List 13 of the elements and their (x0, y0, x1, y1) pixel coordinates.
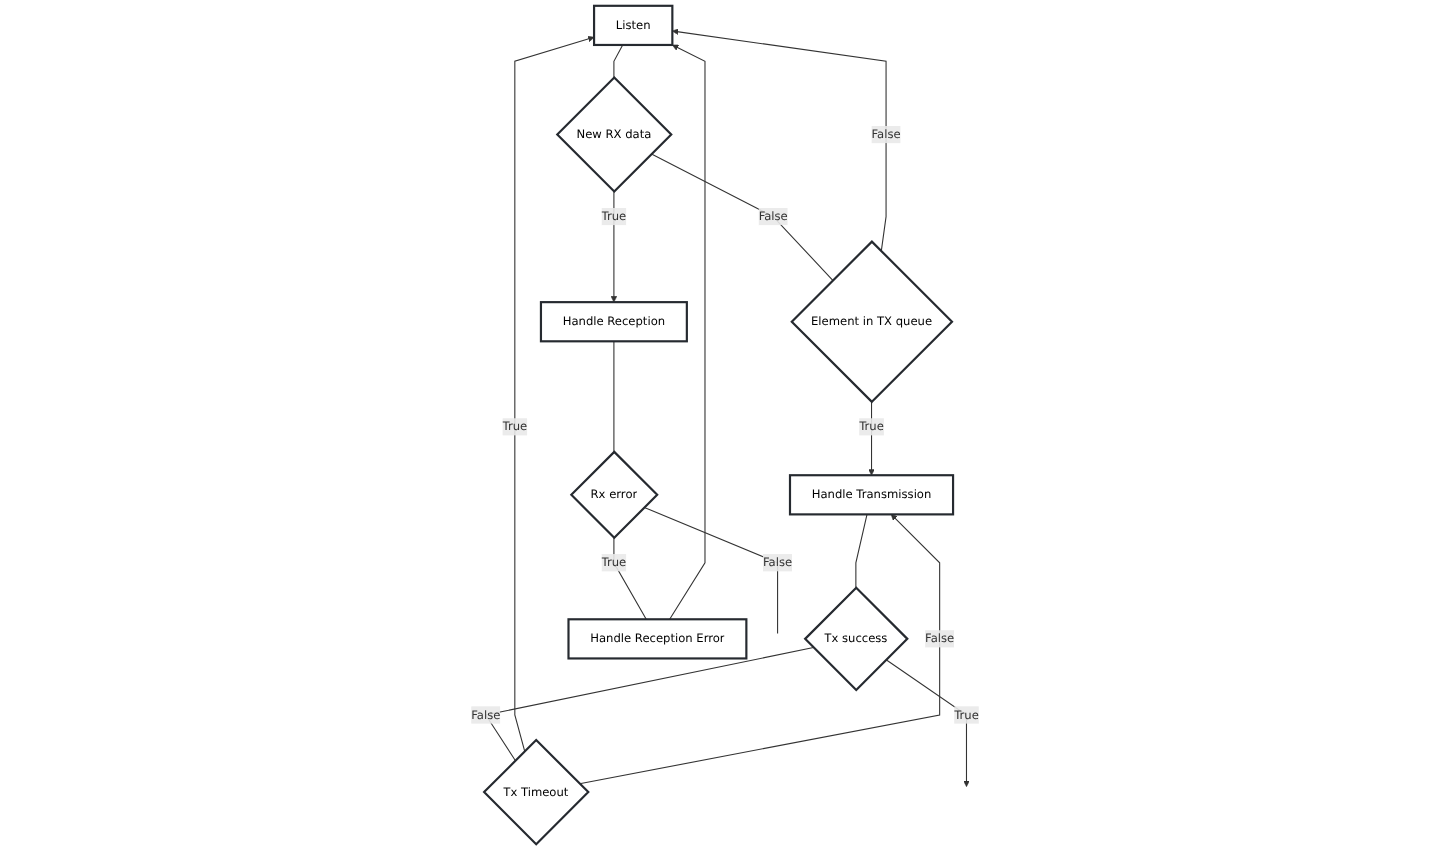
connector (650, 153, 834, 281)
arrow (868, 401, 875, 476)
connector (643, 506, 779, 634)
connector (855, 513, 868, 589)
connector (613, 340, 615, 453)
arrow (672, 28, 887, 252)
arrow (610, 191, 618, 303)
arrow (885, 659, 970, 787)
arrow (579, 514, 941, 785)
connector (613, 44, 624, 79)
arrow (669, 44, 706, 620)
arrow (514, 35, 595, 752)
connector (613, 537, 647, 620)
